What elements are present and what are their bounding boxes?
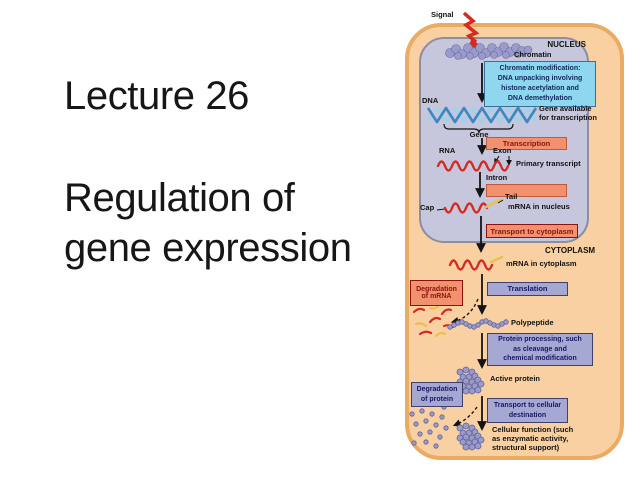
degradation-of-protein-box: Degradation of protein — [411, 382, 463, 407]
nucleus-label: NUCLEUS — [547, 40, 586, 49]
active-protein-label: Active protein — [490, 374, 541, 383]
intron-label: Intron — [486, 173, 508, 182]
rna-processing-box — [486, 184, 567, 197]
translation-box: Translation — [487, 282, 568, 296]
transcription-box: Transcription — [486, 137, 567, 150]
slide-title-line-3: gene expression — [64, 226, 352, 270]
mrna-degradation-arrow — [450, 298, 479, 325]
protein-degradation-arrow — [452, 406, 478, 427]
mrna-in-cytoplasm-label: mRNA in cytoplasm — [506, 259, 577, 268]
slide-title-line-2: Regulation of — [64, 176, 295, 220]
mrna-cytoplasm-wave — [448, 255, 504, 271]
signal-label: Signal — [431, 10, 454, 19]
gene-available-label: Gene available for transcription — [539, 104, 597, 122]
mrna-in-nucleus-label: mRNA in nucleus — [508, 202, 570, 211]
cap-label: Cap — [420, 203, 435, 212]
cellular-function-label: Cellular function (such as enzymatic act… — [492, 425, 574, 452]
degradation-of-mrna-box: Degradation of mRNA — [410, 280, 463, 306]
dna-helix — [426, 106, 538, 124]
polypeptide-chain — [447, 318, 509, 330]
gene-label: Gene — [469, 130, 489, 139]
primary-transcript-label: Primary transcript — [516, 159, 581, 168]
protein-processing-box: Protein processing, such as cleavage and… — [487, 333, 593, 366]
primary-transcript-wave — [436, 160, 510, 172]
slide-title-line-1: Lecture 26 — [64, 74, 250, 118]
chromatin-label: Chromatin — [514, 50, 552, 59]
transport-to-destination-box: Transport to cellular destination — [487, 398, 568, 423]
rna-label: RNA — [439, 146, 456, 155]
mrna-nucleus-wave — [436, 198, 504, 214]
chromatin-modification-box: Chromatin modification: DNA unpacking in… — [484, 61, 596, 107]
tail-label: Tail — [505, 192, 518, 201]
gene-brace — [443, 123, 514, 134]
transport-to-cytoplasm-box: Transport to cytoplasm — [486, 224, 578, 238]
cytoplasm-label: CYTOPLASM — [545, 246, 596, 255]
chromatin-blob — [445, 42, 533, 60]
dna-label: DNA — [422, 96, 439, 105]
gene-expression-diagram: Signal NUCLEUS Chromatin Chromatin modif… — [400, 0, 640, 480]
exon-label: Exon — [493, 146, 512, 155]
polypeptide-label: Polypeptide — [511, 318, 554, 327]
